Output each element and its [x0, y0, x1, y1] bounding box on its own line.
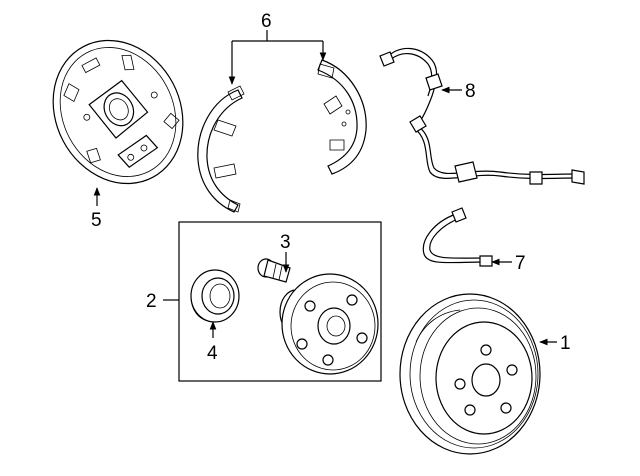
callout-4: 4 [207, 343, 218, 364]
brake-shoes [197, 59, 367, 213]
hub-flange [279, 273, 379, 375]
callout-2: 2 [146, 291, 157, 312]
callout-6-leader [228, 30, 327, 85]
callout-1: 1 [560, 333, 571, 354]
hub-bolt [257, 258, 291, 283]
callout-3: 3 [280, 232, 291, 253]
hub-assembly-box [178, 221, 382, 382]
backing-plate [52, 39, 184, 185]
callout-5: 5 [91, 210, 102, 231]
bearing [190, 269, 240, 323]
brake-hose [422, 207, 493, 267]
callout-7: 7 [515, 253, 526, 274]
abs-sensor-wire [379, 47, 585, 185]
callout-8: 8 [465, 81, 476, 102]
brake-drum [399, 293, 541, 455]
callout-6: 6 [261, 11, 272, 32]
